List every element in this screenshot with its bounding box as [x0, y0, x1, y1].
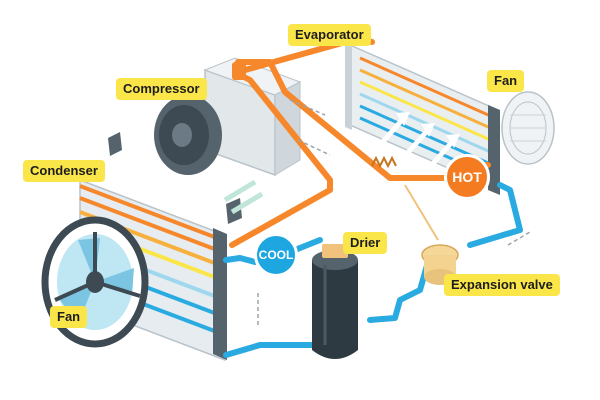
expansion-valve [404, 184, 459, 285]
cool-refrigerant-line [223, 182, 523, 358]
expansion-valve-label: Expansion valve [444, 274, 560, 296]
flow-direction-arrows [257, 99, 531, 325]
evaporator-unit [345, 40, 500, 195]
airflow-arrows [223, 179, 264, 215]
evaporator-fan [501, 91, 555, 165]
condenser-fan [41, 216, 149, 348]
condenser-label: Condenser [23, 160, 105, 182]
drier-label: Drier [343, 232, 388, 254]
drier [312, 244, 358, 359]
evaporator-label: Evaporator [288, 24, 371, 46]
compressor [154, 57, 302, 177]
line-coil [371, 155, 397, 169]
compressor-label: Compressor [116, 78, 207, 100]
cool-badge: COOL [254, 233, 298, 277]
fan-label-top: Fan [487, 70, 525, 92]
hot-badge: HOT [444, 154, 490, 200]
fan-label-left: Fan [50, 306, 88, 328]
